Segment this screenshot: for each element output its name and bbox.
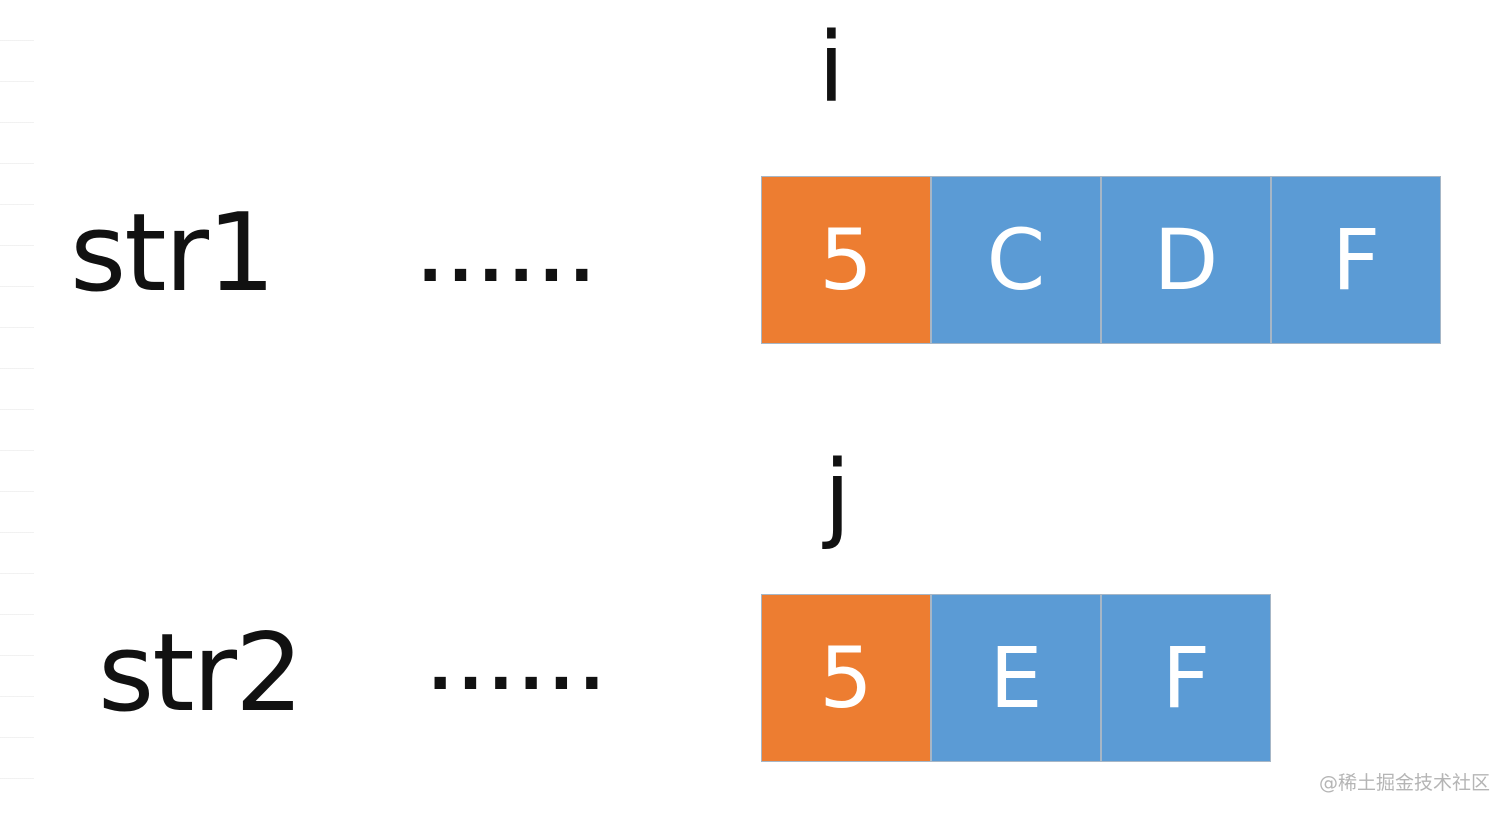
- cell-str1-0: 5: [761, 176, 931, 344]
- watermark-text: @稀土掘金技术社区: [1318, 772, 1490, 794]
- cell-str2-0: 5: [761, 594, 931, 762]
- ellipsis-dots-str1: ......: [418, 223, 600, 297]
- cell-str2-2: F: [1101, 594, 1271, 762]
- cell-array-str1: 5 C D F: [761, 176, 1441, 344]
- row-label-str2: str2: [98, 611, 304, 736]
- cell-str2-1: E: [931, 594, 1101, 762]
- pointer-j: j: [824, 440, 851, 552]
- ellipsis-dots-str2: ......: [428, 631, 610, 705]
- row-label-str1: str1: [70, 191, 276, 316]
- cell-str1-3: F: [1271, 176, 1441, 344]
- background-grid-strip: [0, 0, 34, 815]
- cell-array-str2: 5 E F: [761, 594, 1271, 762]
- cell-str1-1: C: [931, 176, 1101, 344]
- cell-str1-2: D: [1101, 176, 1271, 344]
- pointer-i: i: [818, 12, 845, 124]
